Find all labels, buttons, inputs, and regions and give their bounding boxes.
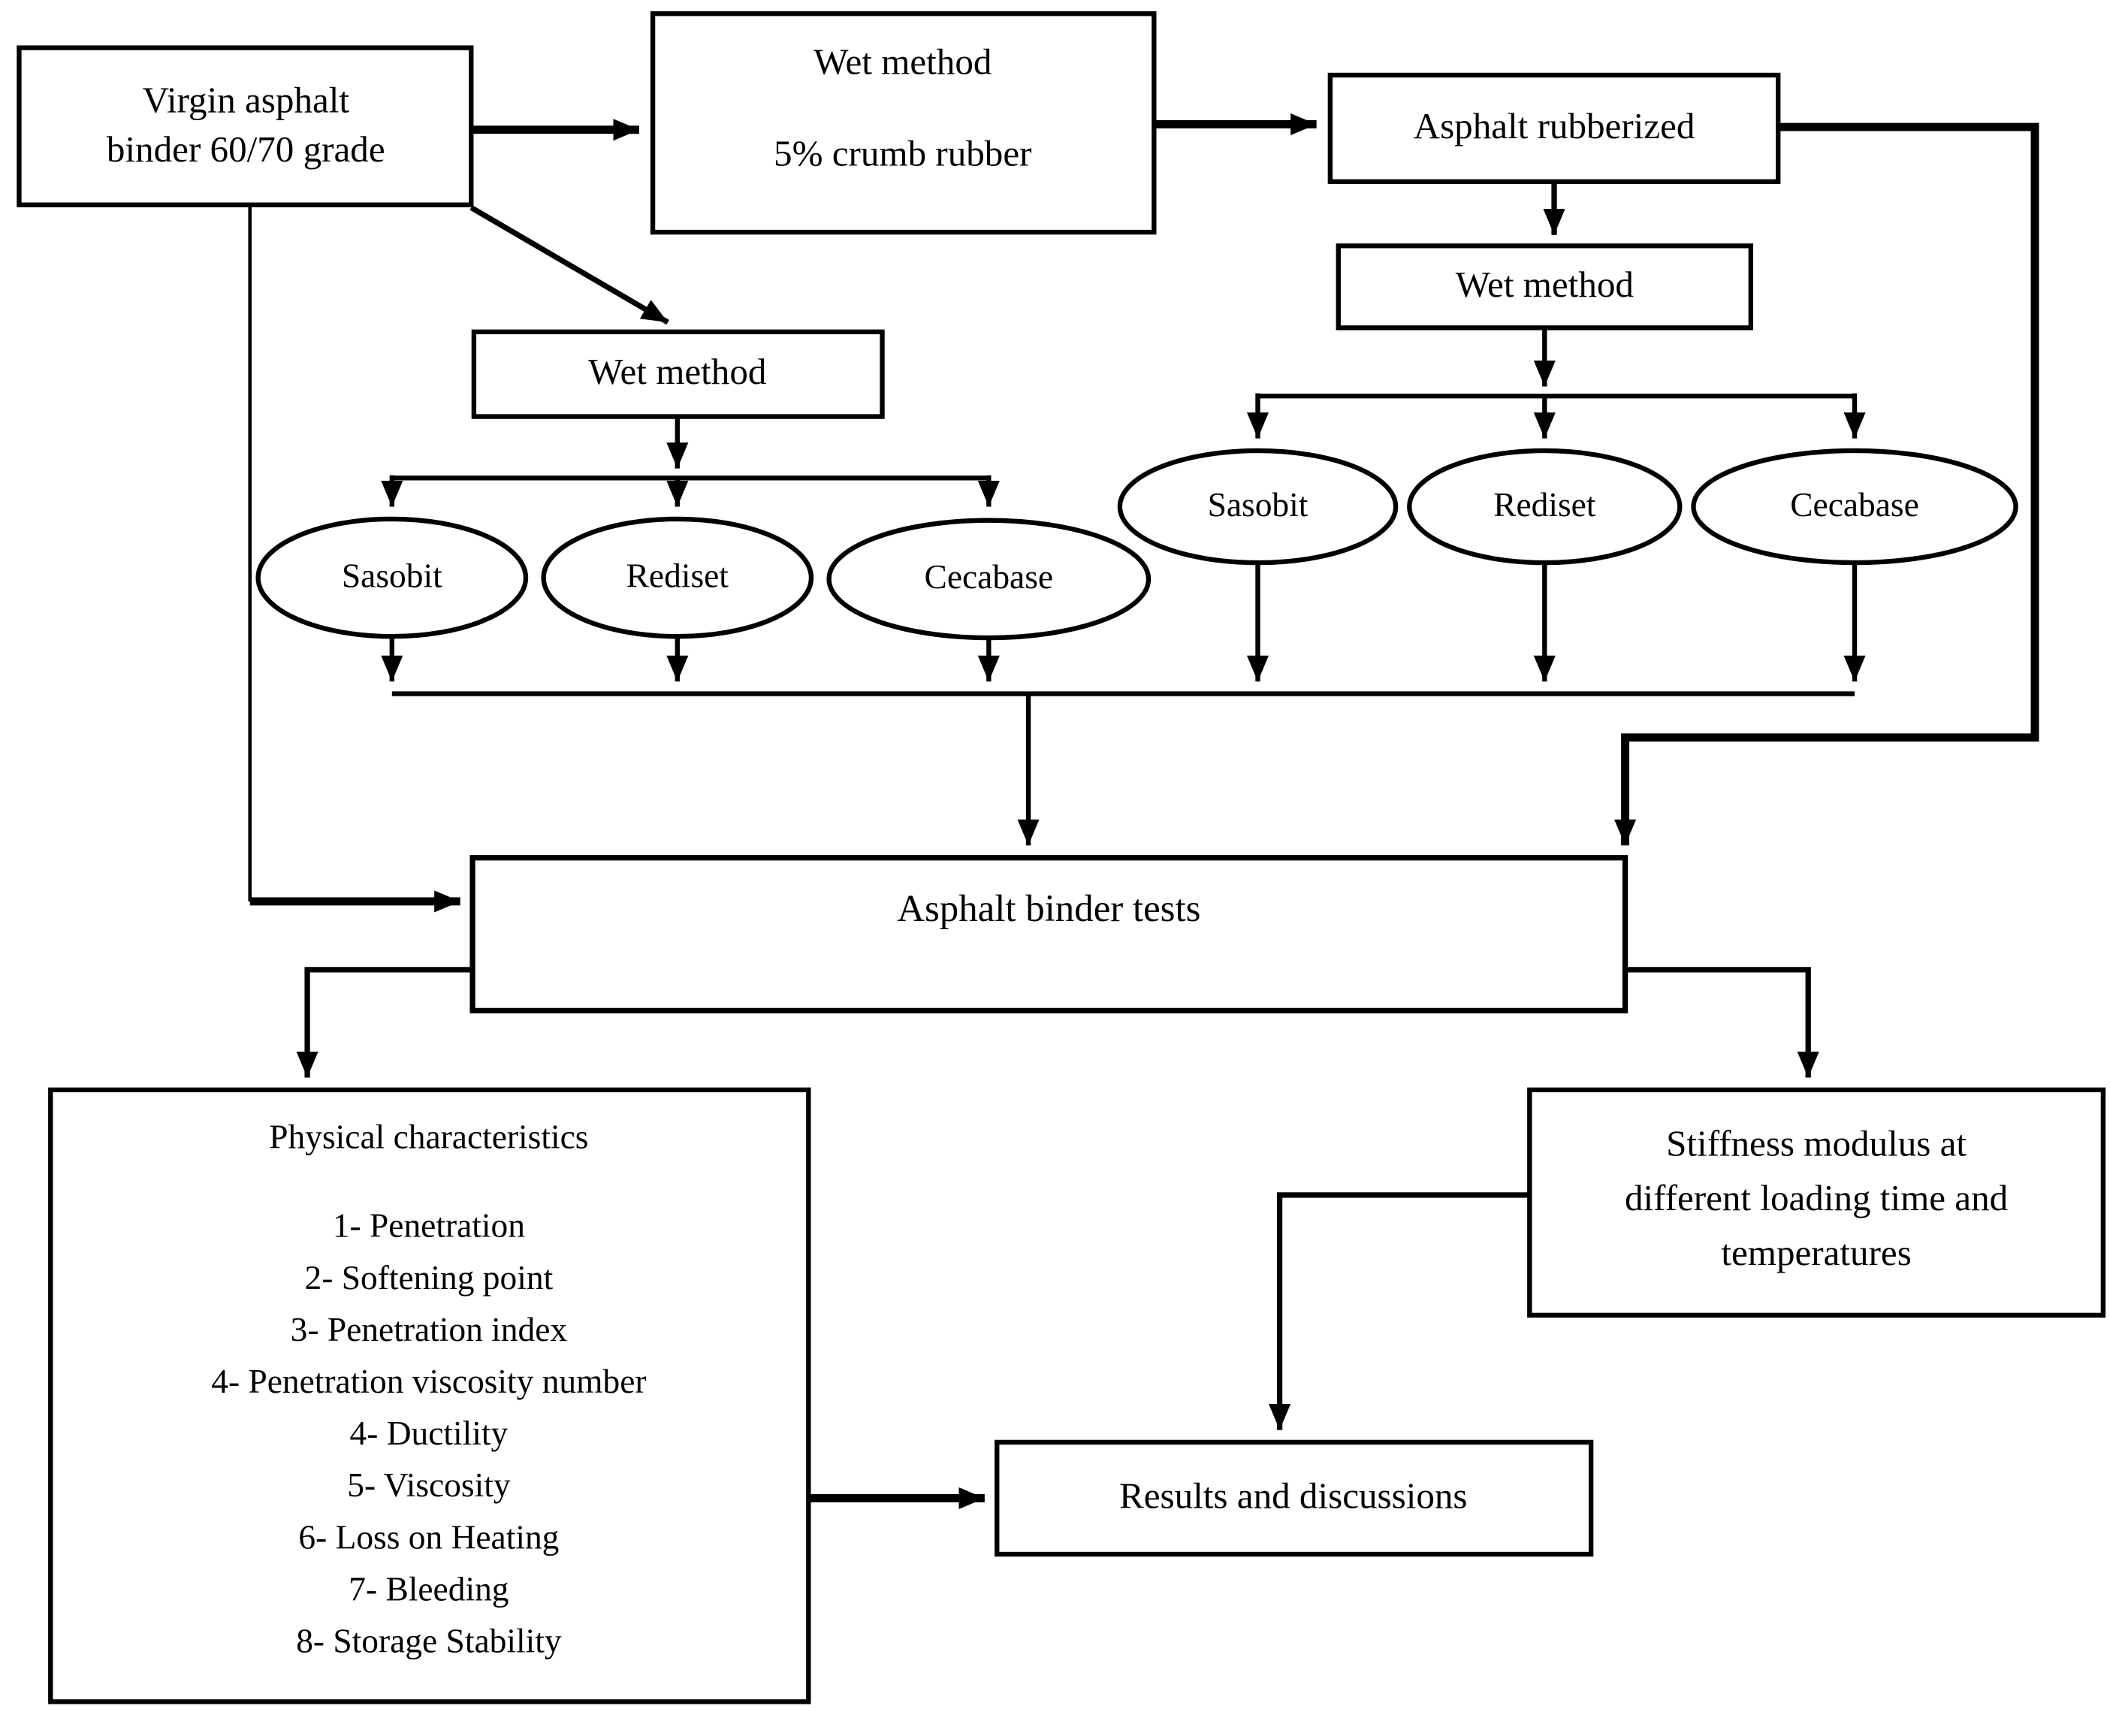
wet-method-crumb-label-line1: Wet method — [814, 41, 992, 83]
rediset-right-label: Rediset — [1493, 485, 1596, 524]
rediset-ellipse-right — [1407, 448, 1683, 566]
stiffness-label-line3: temperatures — [1721, 1232, 1911, 1273]
rediset-left-label: Rediset — [626, 556, 729, 594]
physical-item-penetration: 1- Penetration — [333, 1206, 525, 1245]
asphalt-binder-tests-box — [469, 855, 1629, 1014]
physical-item-viscosity: 5- Viscosity — [347, 1466, 511, 1504]
results-box — [995, 1439, 1594, 1557]
wet-method-right-label: Wet method — [1456, 264, 1634, 305]
arrow-stiffness-to-results — [1269, 1192, 1530, 1430]
virgin-asphalt-label-line1: Virgin asphalt — [142, 79, 349, 120]
wet-method-crumb-label-line2: 5% crumb rubber — [774, 132, 1031, 174]
physical-characteristics-box — [48, 1087, 811, 1704]
sasobit-left-label: Sasobit — [342, 556, 442, 594]
cecabase-ellipse-left — [826, 518, 1152, 641]
arrow-rubberized-to-tests — [1614, 122, 2039, 846]
physical-item-softening-point: 2- Softening point — [305, 1258, 554, 1297]
virgin-asphalt-box — [17, 45, 474, 207]
asphalt-rubberized-label: Asphalt rubberized — [1414, 105, 1695, 146]
physical-item-bleeding: 7- Bleeding — [349, 1569, 509, 1608]
stiffness-modulus-box — [1527, 1087, 2106, 1318]
wet-method-left-box — [471, 329, 885, 419]
wet-method-crumb-box — [650, 11, 1157, 235]
physical-item-loss-on-heating: 6- Loss on Heating — [298, 1517, 559, 1556]
physical-item-penetration-index: 3- Penetration index — [291, 1310, 568, 1348]
wet-method-left-label: Wet method — [588, 351, 766, 392]
wet-method-right-box — [1336, 243, 1754, 331]
sasobit-right-label: Sasobit — [1208, 485, 1309, 524]
asphalt-binder-tests-label: Asphalt binder tests — [897, 888, 1200, 930]
asphalt-rubberized-box — [1327, 72, 1781, 184]
arrow-tests-to-stiffness — [1625, 967, 1819, 1078]
stiffness-label-line1: Stiffness modulus at — [1666, 1122, 1967, 1164]
arrow-tests-to-physical — [296, 967, 473, 1078]
physical-characteristics-title: Physical characteristics — [269, 1118, 588, 1156]
arrow-virgin-to-wet-left — [469, 205, 669, 325]
cecabase-ellipse-right — [1691, 448, 2018, 566]
physical-item-ductility: 4- Ductility — [350, 1414, 509, 1452]
sasobit-ellipse-right — [1117, 448, 1399, 566]
sasobit-ellipse-left — [255, 516, 529, 639]
cecabase-right-label: Cecabase — [1790, 485, 1919, 524]
cecabase-left-label: Cecabase — [925, 557, 1054, 596]
physical-item-penetration-viscosity-number: 4- Penetration viscosity number — [211, 1362, 646, 1400]
physical-item-storage-stability: 8- Storage Stability — [296, 1621, 562, 1659]
stiffness-label-line2: different loading time and — [1625, 1177, 2008, 1218]
results-label: Results and discussions — [1119, 1475, 1468, 1517]
rediset-ellipse-left — [541, 516, 814, 639]
virgin-asphalt-label-line2: binder 60/70 grade — [107, 128, 385, 170]
